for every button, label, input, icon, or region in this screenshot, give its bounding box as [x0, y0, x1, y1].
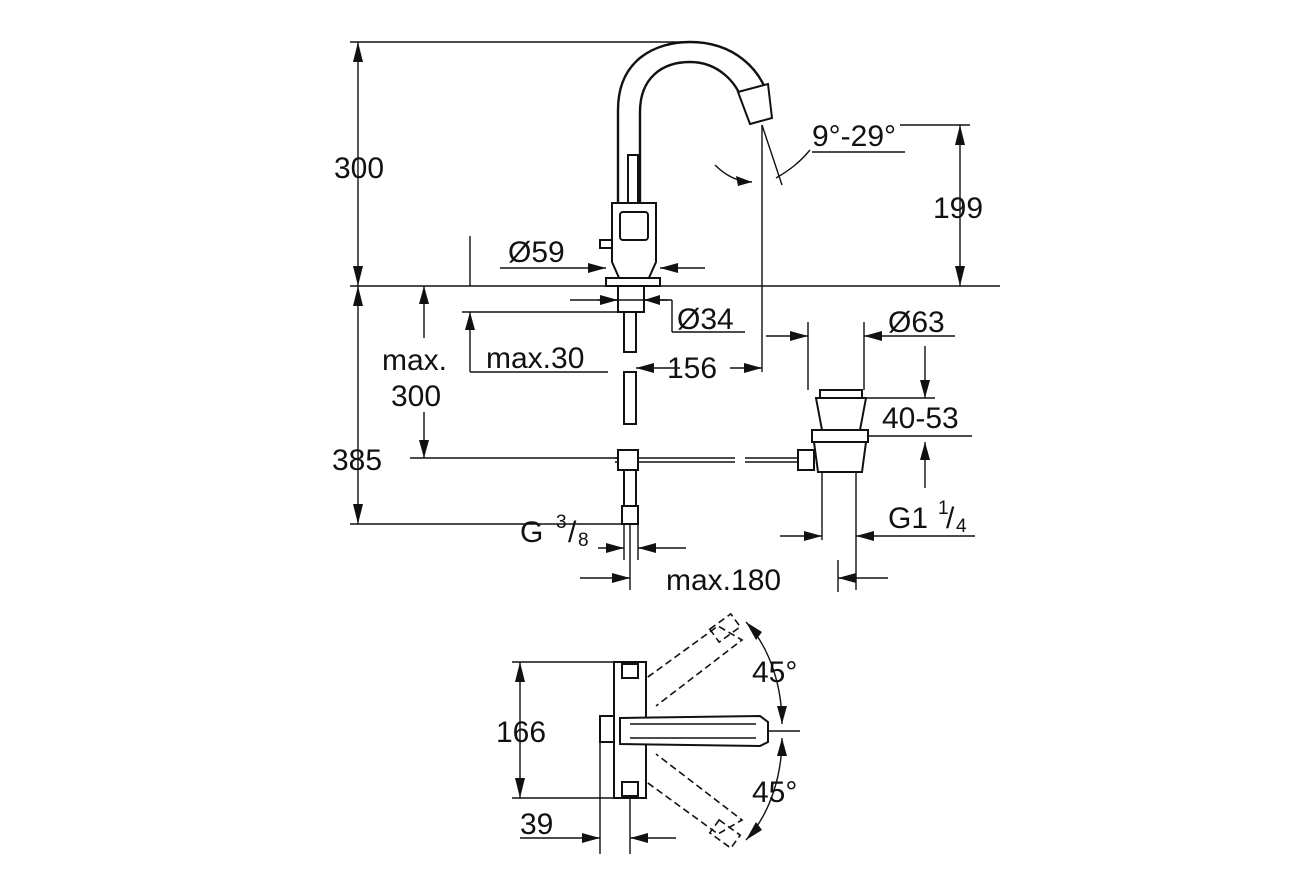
label-max-300: 300: [391, 380, 441, 413]
label-reach-156: 156: [667, 352, 717, 385]
rod-clip: [617, 449, 639, 471]
waste-nut: [811, 429, 869, 443]
handle-ghost-up: [629, 625, 744, 707]
angle-arc-right: [775, 149, 811, 179]
waste-cap: [819, 389, 863, 399]
angle-arc-left: [714, 164, 753, 183]
waste-body-low: [812, 441, 868, 473]
svg-text:/: /: [946, 502, 955, 535]
spout-outer: [616, 40, 770, 205]
label-waste-g1: G1: [888, 502, 928, 535]
label-waste-num: 1: [938, 498, 949, 519]
label-angle-down: 45°: [752, 776, 797, 809]
label-angle-up: 45°: [752, 656, 797, 689]
label-waste-den: 4: [956, 516, 967, 537]
svg-text:/: /: [568, 516, 577, 549]
hose-connector: [621, 505, 639, 525]
label-max-180: max.180: [666, 564, 781, 597]
label-waste-range: 40-53: [882, 402, 959, 435]
plan-view: 166 39 45° 45°: [496, 612, 800, 854]
label-plan-39: 39: [520, 808, 553, 841]
label-diameter-63: Ø63: [888, 306, 945, 339]
flex-hose-low: [623, 469, 637, 507]
label-height-300: 300: [334, 152, 384, 185]
shank-nut: [617, 285, 645, 313]
flex-hose-mid: [623, 371, 637, 425]
label-max-30: max.30: [486, 342, 584, 375]
spout-aerator: [736, 82, 774, 126]
label-connection-g: G: [520, 516, 543, 549]
label-connection-den: 8: [578, 530, 589, 551]
plan-bottom-cap: [621, 781, 639, 797]
pop-up-rod: [599, 239, 613, 249]
flex-hose-top: [623, 311, 637, 353]
plan-pop-up: [599, 715, 615, 743]
lever-handle: [627, 154, 639, 204]
label-diameter-59: Ø59: [508, 236, 565, 269]
waste-lever: [797, 449, 815, 471]
body-badge: [619, 211, 649, 241]
base-flange: [605, 277, 661, 287]
spout-inner: [638, 60, 744, 205]
label-max: max.: [382, 344, 447, 377]
label-diameter-34: Ø34: [677, 303, 734, 336]
side-view: 300 199 9°-29° Ø59 Ø34 ma: [332, 40, 1000, 597]
label-spout-199: 199: [933, 192, 983, 225]
plan-handle: [619, 714, 769, 748]
label-plan-166: 166: [496, 716, 546, 749]
plan-top-cap: [621, 663, 639, 679]
label-length-385: 385: [332, 444, 382, 477]
spout-angle-line: [761, 124, 783, 186]
label-swivel-angle: 9°-29°: [812, 120, 896, 153]
label-connection-num: 3: [556, 512, 567, 533]
waste-body-top: [814, 397, 868, 431]
